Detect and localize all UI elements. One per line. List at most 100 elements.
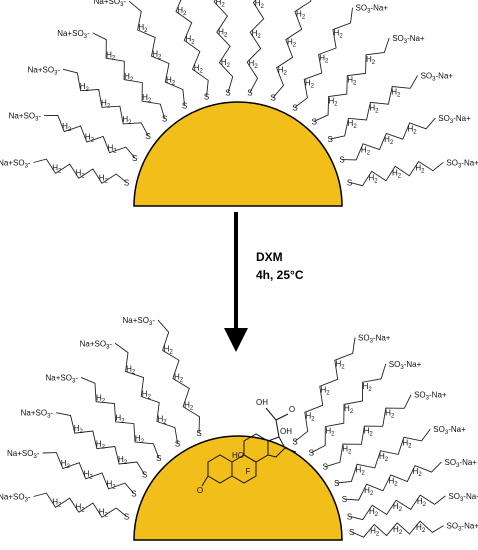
ligand-chain bbox=[344, 461, 442, 501]
methylene-label: H2 bbox=[328, 97, 338, 108]
sulfur-atom-label: S bbox=[247, 89, 252, 98]
sulfur-atom-label: S bbox=[124, 512, 129, 521]
sulfonate-headgroup: SO3-Na+ bbox=[447, 522, 478, 533]
sulfonate-headgroup: Na+SO3- bbox=[21, 409, 54, 420]
methylene-label: H2 bbox=[415, 163, 425, 174]
sulfonate-headgroup: SO3-Na+ bbox=[356, 4, 389, 15]
ligand-chain bbox=[330, 75, 418, 140]
sulfur-atom-label: S bbox=[196, 429, 201, 438]
sulfur-atom-label: S bbox=[347, 512, 352, 521]
carbonyl-bond bbox=[275, 413, 289, 421]
sulfur-atom-label: S bbox=[349, 528, 354, 537]
methylene-label: H2 bbox=[164, 344, 174, 355]
hydroxyl-label: HO bbox=[232, 451, 244, 460]
methylene-label: H2 bbox=[370, 526, 380, 537]
methylene-label: H2 bbox=[278, 66, 288, 77]
sulfur-atom-label: S bbox=[292, 437, 297, 446]
ligand-chain bbox=[294, 7, 353, 108]
ligand-chain bbox=[246, 0, 265, 93]
sulfur-atom-label: S bbox=[162, 115, 167, 124]
sulfur-atom-label: S bbox=[142, 471, 147, 480]
methylene-label: H2 bbox=[334, 29, 344, 40]
sulfonate-headgroup: SO3-Na+ bbox=[358, 333, 391, 344]
sulfur-atom-label: S bbox=[175, 439, 180, 448]
methylene-label: H2 bbox=[252, 29, 262, 40]
methylene-label: H2 bbox=[413, 467, 423, 478]
ligand-chain bbox=[44, 114, 136, 159]
methylene-label: H2 bbox=[124, 72, 134, 83]
side-chain-oxygen-label: O bbox=[289, 405, 295, 414]
methylene-label: H2 bbox=[96, 394, 106, 405]
methylene-label: H2 bbox=[99, 173, 109, 184]
methylene-label: H2 bbox=[142, 93, 152, 104]
methylene-label: H2 bbox=[52, 498, 62, 509]
methylene-label: H2 bbox=[305, 78, 315, 89]
methylene-label: H2 bbox=[392, 168, 402, 179]
methylene-label: H2 bbox=[142, 389, 152, 400]
ligand-chain bbox=[349, 494, 446, 521]
sulfonate-headgroup: SO3-Na+ bbox=[392, 34, 425, 45]
methylene-label: H2 bbox=[379, 452, 389, 463]
sulfur-atom-label: S bbox=[271, 94, 276, 103]
sulfur-atom-label: S bbox=[132, 154, 137, 163]
methylene-label: H2 bbox=[194, 64, 204, 75]
methylene-label: H2 bbox=[416, 523, 426, 534]
sulfonate-headgroup: SO3-Na+ bbox=[389, 360, 422, 371]
methylene-label: H2 bbox=[99, 507, 109, 518]
sulfonate-headgroup: Na+SO3- bbox=[80, 339, 113, 350]
primary-hydroxy-label: OH bbox=[256, 398, 268, 407]
sulfonate-headgroup: SO3-Na+ bbox=[433, 425, 466, 436]
sulfonate-headgroup: Na+SO3- bbox=[7, 449, 40, 460]
sulfonate-headgroup: SO3-Na+ bbox=[448, 492, 478, 503]
methylene-label: H2 bbox=[216, 0, 226, 8]
bottom-gold-nanoparticle-group: SH2H2H2Na+SO3-SH2H2H2Na+SO3-SH2H2H2Na+SO… bbox=[0, 316, 478, 541]
methylene-label: H2 bbox=[385, 409, 395, 420]
ligand-chain bbox=[56, 412, 145, 475]
methylene-label: H2 bbox=[320, 385, 330, 396]
methylene-label: H2 bbox=[101, 99, 111, 110]
side-chain-bond bbox=[265, 407, 280, 438]
ligand-chain bbox=[114, 342, 179, 444]
methylene-label: H2 bbox=[115, 414, 125, 425]
methylene-label: H2 bbox=[126, 364, 136, 375]
sulfonate-headgroup: SO3-Na+ bbox=[438, 114, 471, 125]
steroid-ring bbox=[267, 436, 286, 458]
methylene-label: H2 bbox=[122, 115, 132, 126]
sulfonate-headgroup: Na+SO3- bbox=[9, 112, 42, 123]
ligand-chain bbox=[62, 68, 149, 137]
methylene-label: H2 bbox=[325, 427, 335, 438]
methylene-label: H2 bbox=[75, 168, 85, 179]
methylene-label: H2 bbox=[135, 434, 145, 445]
methylene-label: H2 bbox=[52, 164, 62, 175]
methylene-label: H2 bbox=[138, 23, 148, 34]
ligand-chain bbox=[272, 0, 312, 98]
sulfonate-headgroup: SO3-Na+ bbox=[414, 391, 447, 402]
sulfur-atom-label: S bbox=[328, 135, 333, 144]
ligand-chain bbox=[336, 428, 431, 484]
ligand-chain bbox=[325, 394, 412, 468]
methylene-label: H2 bbox=[364, 486, 374, 497]
gold-nanoparticle bbox=[133, 101, 343, 207]
sulfonate-headgroup: Na+SO3- bbox=[123, 316, 156, 327]
methylene-label: H2 bbox=[62, 122, 72, 133]
sulfonate-headgroup: SO3-Na+ bbox=[421, 72, 454, 83]
methylene-label: H2 bbox=[363, 382, 373, 393]
methylene-label: H2 bbox=[75, 502, 85, 513]
methylene-label: H2 bbox=[305, 411, 315, 422]
methylene-label: H2 bbox=[80, 82, 90, 93]
sulfur-atom-label: S bbox=[339, 156, 344, 165]
sulfur-atom-label: S bbox=[312, 117, 317, 126]
ligand-chain bbox=[314, 37, 390, 122]
ligand-chain bbox=[157, 319, 200, 433]
sulfur-atom-label: S bbox=[204, 92, 209, 101]
reaction-arrow bbox=[224, 212, 248, 352]
methylene-label: H2 bbox=[287, 38, 297, 49]
methylene-label: H2 bbox=[84, 469, 94, 480]
sulfur-atom-label: S bbox=[225, 88, 230, 97]
sulfonate-headgroup: Na+SO3- bbox=[0, 493, 31, 504]
methylene-label: H2 bbox=[388, 477, 398, 488]
sulfur-atom-label: S bbox=[146, 132, 151, 141]
methylene-label: H2 bbox=[107, 143, 117, 154]
